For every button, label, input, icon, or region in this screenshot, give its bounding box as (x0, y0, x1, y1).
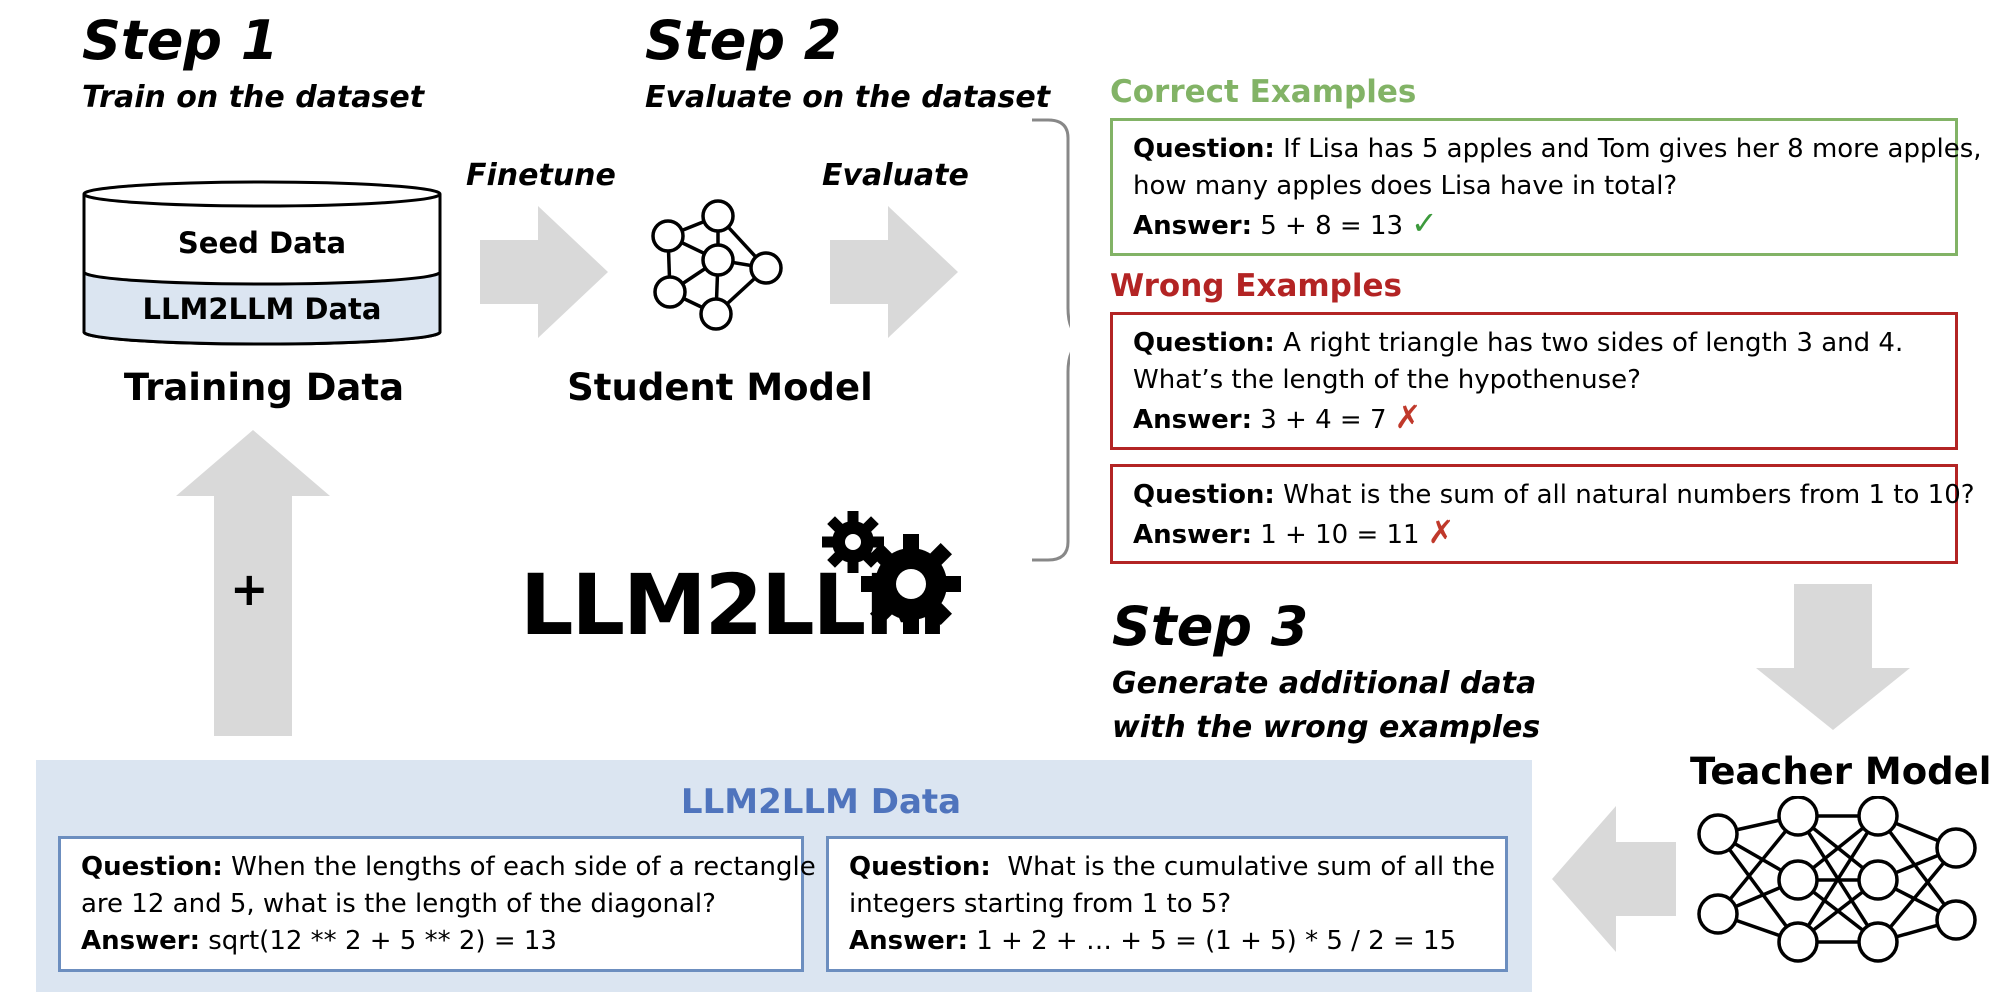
step2-subtitle: Evaluate on the dataset (645, 80, 1051, 115)
question-text-cont: What’s the length of the hypothenuse? (1133, 365, 1641, 395)
student-model-network-icon (651, 199, 783, 331)
question-label: Question: (1133, 134, 1275, 164)
examples-brace-icon (1032, 118, 1070, 562)
answer-text: 5 + 8 = 13 (1251, 211, 1404, 241)
wrong-example-box: Question: A right triangle has two sides… (1110, 312, 1958, 450)
answer-text: 1 + 2 + … + 5 = (1 + 5) * 5 / 2 = 15 (967, 926, 1457, 956)
question-label: Question: (849, 852, 991, 882)
question-text: What is the cumulative sum of all the (990, 852, 1495, 882)
question-text-cont: are 12 and 5, what is the length of the … (81, 889, 716, 919)
generated-example-box: Question: What is the cumulative sum of … (826, 836, 1508, 972)
wrong-examples-header: Wrong Examples (1110, 268, 1402, 304)
training-data-cylinder-icon (82, 180, 442, 346)
step3-subtitle-line2: with the wrong examples (1112, 710, 1541, 745)
generated-data-header: LLM2LLM Data (680, 782, 962, 822)
step3-title: Step 3 (1112, 595, 1309, 658)
finetune-arrow-icon (480, 206, 608, 338)
teacher-model-caption: Teacher Model (1690, 750, 1992, 793)
step1-subtitle: Train on the dataset (82, 80, 425, 115)
question-text: If Lisa has 5 apples and Tom gives her 8… (1274, 134, 1982, 164)
answer-text: 3 + 4 = 7 (1251, 405, 1387, 435)
training-data-caption: Training Data (123, 366, 405, 409)
checkmark-icon: ✓ (1411, 204, 1438, 242)
generate-left-arrow-icon (1552, 806, 1676, 952)
teacher-model-network-icon (1697, 796, 1977, 963)
add-data-up-arrow-icon (176, 430, 330, 736)
question-text: When the lengths of each side of a recta… (222, 852, 816, 882)
llm2llm-logo: LLM2LLM (520, 556, 948, 654)
cross-icon: ✗ (1427, 513, 1455, 551)
correct-examples-header: Correct Examples (1110, 74, 1417, 110)
student-model-caption: Student Model (567, 366, 873, 409)
gears-icon (822, 511, 961, 634)
answer-label: Answer: (849, 926, 968, 956)
step1-title: Step 1 (82, 9, 279, 72)
llm2llm-data-label: LLM2LLM Data (142, 292, 382, 326)
answer-label: Answer: (81, 926, 200, 956)
question-text-cont: integers starting from 1 to 5? (849, 889, 1232, 919)
answer-label: Answer: (1133, 211, 1252, 241)
answer-label: Answer: (1133, 405, 1252, 435)
generated-example-box: Question: When the lengths of each side … (58, 836, 816, 972)
evaluate-label: Evaluate (822, 158, 969, 193)
question-label: Question: (1133, 480, 1275, 510)
question-label: Question: (1133, 328, 1275, 358)
teacher-down-arrow-icon (1756, 584, 1910, 730)
correct-example-box: Question: If Lisa has 5 apples and Tom g… (1110, 118, 1982, 256)
question-text: A right triangle has two sides of length… (1274, 328, 1904, 358)
plus-label: + (230, 562, 269, 616)
evaluate-arrow-icon (830, 206, 958, 338)
question-text-cont: how many apples does Lisa have in total? (1133, 171, 1678, 201)
wrong-example-box: Question: What is the sum of all natural… (1110, 464, 1975, 564)
question-label: Question: (81, 852, 223, 882)
answer-text: sqrt(12 ** 2 + 5 ** 2) = 13 (199, 926, 557, 956)
answer-text: 1 + 10 = 11 (1251, 520, 1420, 550)
step3-subtitle-line1: Generate additional data (1112, 666, 1537, 701)
step2-title: Step 2 (645, 9, 842, 72)
cross-icon: ✗ (1394, 398, 1422, 436)
question-text: What is the sum of all natural numbers f… (1274, 480, 1975, 510)
finetune-label: Finetune (466, 158, 616, 193)
seed-data-label: Seed Data (177, 226, 347, 260)
answer-label: Answer: (1133, 520, 1252, 550)
